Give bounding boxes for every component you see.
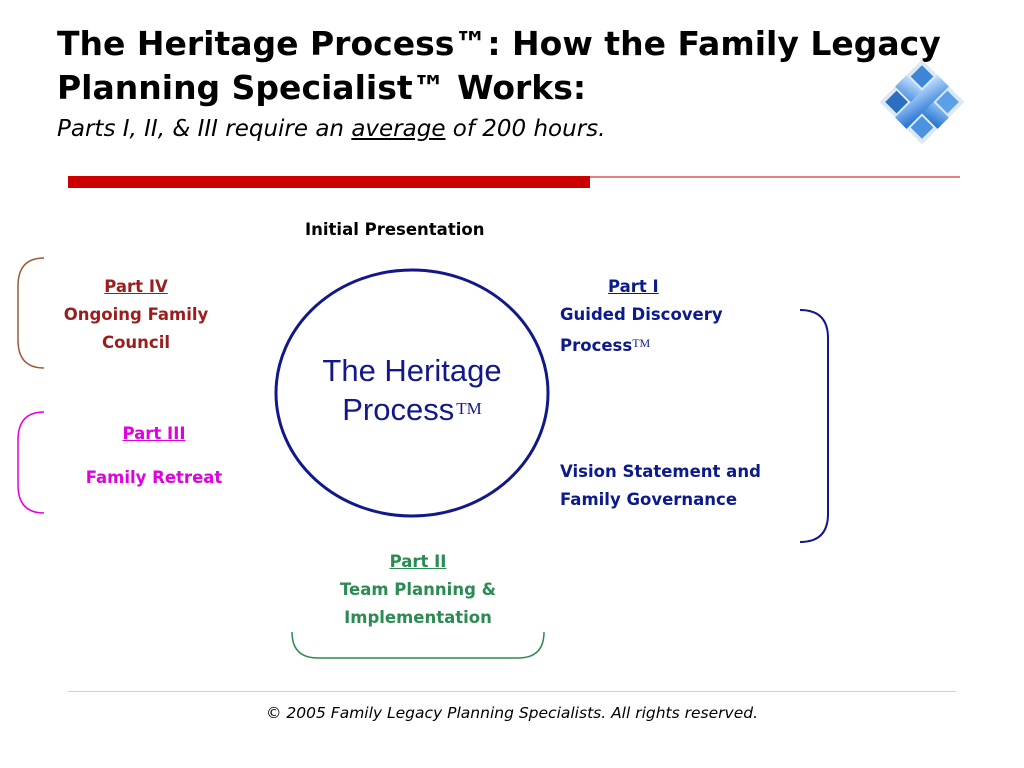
footer-divider bbox=[68, 691, 956, 692]
part3-line1: Family Retreat bbox=[85, 468, 223, 487]
part3-bracket bbox=[17, 411, 45, 514]
slide-subtitle: Parts I, II, & III require an average of… bbox=[57, 116, 605, 142]
part2-bracket bbox=[291, 631, 545, 659]
blue-arrows-logo-icon bbox=[879, 59, 965, 145]
process-circle bbox=[274, 268, 550, 518]
initial-presentation-label: Initial Presentation bbox=[305, 220, 485, 239]
part3-heading: Part III bbox=[122, 424, 186, 443]
part2-line1: Team Planning & bbox=[339, 580, 497, 599]
copyright-footer: © 2005 Family Legacy Planning Specialist… bbox=[265, 704, 759, 722]
part1-line1: Guided Discovery bbox=[560, 305, 723, 324]
part4-bracket bbox=[17, 257, 45, 369]
part1-label: Part I Guided Discovery ProcessTM bbox=[560, 273, 723, 360]
part4-label: Part IV Ongoing Family Council bbox=[36, 273, 236, 357]
part1-vision-line1: Vision Statement and bbox=[560, 462, 761, 481]
part4-line2: Council bbox=[101, 333, 171, 352]
part1-vision-label: Vision Statement and Family Governance bbox=[560, 458, 761, 514]
part1-line2: ProcessTM bbox=[560, 336, 651, 355]
trademark-mark: TM bbox=[456, 399, 482, 418]
part1-vision-line2: Family Governance bbox=[560, 490, 738, 509]
part2-heading: Part II bbox=[389, 552, 447, 571]
subtitle-emphasis: average bbox=[351, 116, 446, 142]
part1-heading: Part I bbox=[608, 277, 659, 296]
subtitle-text-before: Parts I, II, & III require an bbox=[57, 116, 352, 142]
slide-title: The Heritage Process™: How the Family Le… bbox=[57, 24, 941, 107]
part4-line1: Ongoing Family bbox=[63, 305, 209, 324]
trademark-mark: TM bbox=[632, 336, 651, 350]
part3-label: Part III Family Retreat bbox=[54, 420, 254, 492]
part2-line2: Implementation bbox=[344, 608, 492, 627]
center-label-line1: The Heritage bbox=[322, 353, 502, 388]
part4-heading: Part IV bbox=[104, 277, 168, 296]
part1-bracket bbox=[799, 309, 829, 543]
part2-label: Part II Team Planning & Implementation bbox=[298, 548, 538, 632]
subtitle-text-after: of 200 hours. bbox=[445, 116, 606, 142]
accent-rule bbox=[68, 176, 960, 188]
